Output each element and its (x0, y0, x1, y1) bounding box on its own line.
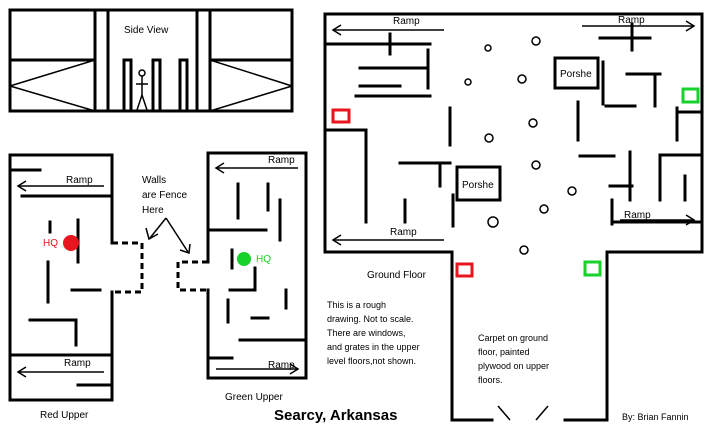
rough-drawing-note: This is a rough drawing. Not to scale. T… (327, 300, 420, 366)
map-title: Searcy, Arkansas (274, 407, 397, 424)
ramp-arrow-icon (620, 214, 696, 226)
red-upper-floor: Ramp Ramp HQ Red Upper (8, 153, 144, 421)
green-upper-caption: Green Upper (225, 392, 283, 403)
side-view-title: Side View (124, 25, 169, 36)
ramp-label: Ramp (268, 155, 295, 166)
ramp-arrow-icon (331, 24, 444, 36)
ramp-label: Ramp (393, 16, 420, 27)
fence-note-line: Here (142, 205, 164, 216)
note-line: Carpet on ground (478, 333, 548, 343)
ramp-arrow-icon (214, 162, 298, 174)
green-hq-marker (237, 252, 251, 266)
porsche-car-box (553, 56, 600, 90)
pillar-marks (464, 36, 577, 255)
red-hq-marker (63, 235, 79, 251)
ramp-label: Ramp (268, 360, 295, 371)
ramp-arrow-icon (331, 234, 444, 246)
author-credit: By: Brian Fannin (622, 412, 689, 422)
ramp-label: Ramp (64, 358, 91, 369)
note-line: floors. (478, 375, 503, 385)
note-line: This is a rough (327, 300, 386, 310)
note-line: plywood on upper (478, 361, 549, 371)
ground-floor-caption: Ground Floor (367, 270, 427, 281)
red-spawn-square (331, 108, 351, 124)
green-spawn-square (583, 260, 602, 277)
note-line: level floors,not shown. (327, 356, 416, 366)
fence-note-line: Walls (142, 175, 166, 186)
note-line: drawing. Not to scale. (327, 314, 414, 324)
green-hq-label: HQ (256, 254, 271, 265)
note-line: There are windows, (327, 328, 406, 338)
person-figure-icon (136, 69, 148, 111)
ramp-arrow-icon (216, 363, 300, 375)
green-upper-floor: Ramp Ramp HQ Green Upper (176, 151, 308, 403)
ramp-label: Ramp (66, 175, 93, 186)
red-spawn-square (455, 262, 474, 278)
fence-note-line: are Fence (142, 190, 187, 201)
ramp-arrow-icon (582, 20, 696, 32)
ramp-label: Ramp (390, 227, 417, 238)
red-hq-label: HQ (43, 238, 58, 249)
porsche-label: Porshe (560, 69, 592, 80)
carpet-note: Carpet on ground floor, painted plywood … (478, 333, 549, 385)
ramp-arrow-icon (16, 366, 104, 378)
ramp-label: Ramp (618, 15, 645, 26)
red-upper-caption: Red Upper (40, 410, 89, 421)
porsche-label: Porshe (462, 180, 494, 191)
fence-note: Walls are Fence Here (142, 175, 191, 255)
note-line: floor, painted (478, 347, 530, 357)
ramp-arrow-icon (16, 180, 104, 192)
side-view-diagram: Side View (8, 8, 294, 113)
porsche-car-box (455, 165, 502, 202)
note-line: and grates in the upper (327, 342, 420, 352)
green-spawn-square (681, 87, 700, 104)
ramp-label: Ramp (624, 210, 651, 221)
ground-floor: Porshe Porshe Ramp Ramp Ramp (323, 12, 704, 422)
